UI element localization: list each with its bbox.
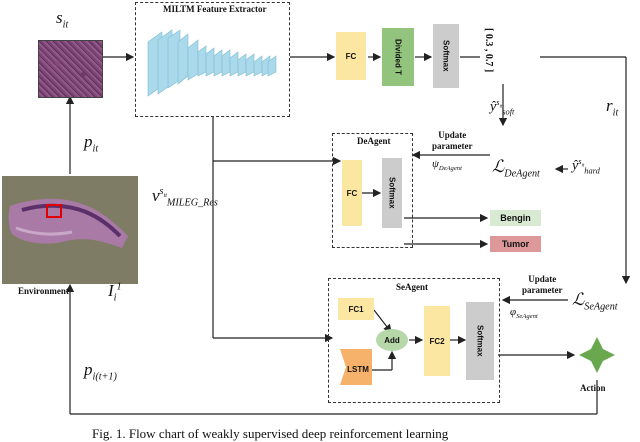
seagent-softmax-box: Softmax [466,302,494,380]
env-var-label: Ii1 [108,281,122,304]
action-label: Action [580,383,606,393]
seagent-fc2-box: FC2 [424,306,450,376]
output-vector: [ 0.3 , 0.7 ] [483,28,494,73]
divided-t-box: Divided T [382,28,414,86]
figure-caption: Fig. 1. Flow chart of weakly supervised … [92,426,449,441]
seagent-title: SeAgent [396,282,428,292]
environment-label: Environment [18,286,69,296]
deagent-softmax-box: Softmax [382,158,402,228]
patch-image [38,40,103,98]
deagent-title: DeAgent [357,136,391,146]
seagent-lstm-shape [340,349,372,385]
deagent-fc-box: FC [342,160,362,226]
loss-seagent-label: ℒSeAgent [572,290,618,313]
varphi-label: φSeAgent [510,306,538,321]
s-it-label: sit [56,8,69,31]
environment-slide [2,176,138,284]
r-it-label: rit [606,96,619,119]
p-it-label: pit [84,132,99,155]
seagent-add-node: Add [376,329,408,351]
tumor-box: Tumor [490,236,541,252]
action-arrows-icon [579,337,615,373]
cnn-layers-graphic [147,29,277,97]
y-soft-label: ŷsitsoft [490,98,515,117]
psi-label: ψDeAgent [432,158,462,173]
top-fc-box: FC [336,32,366,80]
update-parameter-de-label: Update parameter [432,130,473,151]
selected-region-box [46,204,62,218]
seagent-fc1-box: FC1 [338,298,374,320]
deagent-box [332,133,413,248]
seagent-lstm-label: LSTM [347,364,369,374]
feature-extractor-box [135,2,290,117]
loss-deagent-label: ℒDeAgent [492,157,540,180]
p-next-label: pi(t+1) [84,360,117,383]
v-mileg-label: vsitMILEG_Res [152,186,218,209]
bengin-box: Bengin [490,210,541,226]
feature-extractor-title: MILTM Feature Extractor [163,4,267,14]
seagent-box [328,278,500,403]
top-softmax-box: Softmax [433,24,459,88]
y-hard-label: ŷsithard [572,157,600,176]
update-parameter-se-label: Update parameter [522,274,563,295]
